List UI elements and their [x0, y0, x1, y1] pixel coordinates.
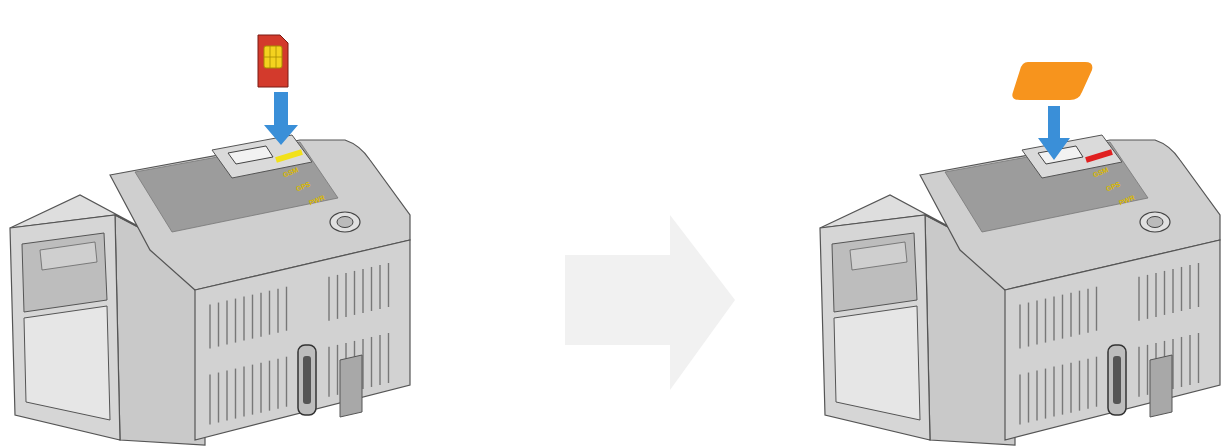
slot-cover [1012, 62, 1092, 100]
sim-indicator [276, 152, 302, 160]
sim-card [258, 35, 288, 87]
flow-arrow [565, 215, 735, 390]
insert-arrow [1038, 106, 1070, 160]
tracker-device [820, 135, 1220, 445]
insert-arrow [264, 92, 298, 145]
tracker-device [10, 135, 410, 445]
sim-chip [264, 46, 282, 68]
sim-indicator [1086, 152, 1112, 160]
